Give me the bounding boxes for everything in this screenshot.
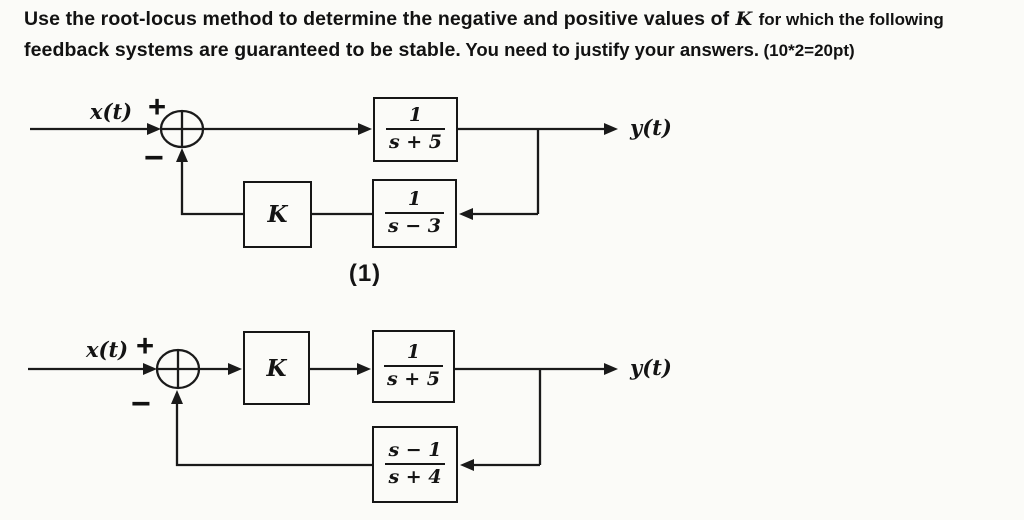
plus-sign: + bbox=[136, 328, 155, 363]
statement-text: Use the root-locus method to determine t… bbox=[24, 8, 730, 30]
denominator: s + 4 bbox=[388, 466, 442, 489]
numerator: 1 bbox=[408, 103, 423, 126]
statement-text: for which the following bbox=[758, 10, 944, 29]
transfer-function: 1 s + 5 bbox=[383, 340, 444, 391]
minus-sign: − bbox=[144, 139, 164, 177]
feedback-transfer-block-2: s − 1 s + 4 bbox=[372, 426, 458, 503]
arrowhead-to-output bbox=[604, 363, 618, 375]
fraction-bar bbox=[383, 364, 444, 368]
denominator: s − 3 bbox=[387, 215, 442, 238]
transfer-function: 1 s − 3 bbox=[384, 187, 445, 238]
transfer-function: s − 1 s + 4 bbox=[385, 438, 445, 489]
denominator: s + 5 bbox=[388, 131, 443, 154]
arrowhead-into-forward-block bbox=[358, 123, 372, 135]
arrowhead-into-feedback-block bbox=[459, 208, 473, 220]
transfer-function: 1 s + 5 bbox=[385, 103, 446, 154]
problem-statement: Use the root-locus method to determine t… bbox=[24, 5, 1024, 66]
fraction-bar bbox=[385, 462, 445, 466]
arrowhead-into-summer-bottom bbox=[176, 148, 188, 162]
gain-symbol: K bbox=[266, 354, 287, 382]
forward-transfer-block-2: 1 s + 5 bbox=[372, 330, 455, 403]
arrowhead-into-summer bbox=[143, 363, 157, 375]
diagram-2-wires bbox=[28, 348, 618, 471]
gain-block-2: K bbox=[243, 331, 310, 405]
diagram-1-caption: (1) bbox=[348, 260, 382, 287]
plus-sign: + bbox=[148, 89, 167, 124]
input-signal-label: x(t) bbox=[86, 337, 129, 362]
statement-bold-text: You need to justify your answers. bbox=[465, 39, 760, 60]
numerator: s − 1 bbox=[388, 438, 442, 461]
output-signal-label: y(t) bbox=[630, 115, 672, 140]
numerator: 1 bbox=[406, 340, 421, 363]
numerator: 1 bbox=[407, 187, 422, 210]
arrowhead-into-feedback-block bbox=[460, 459, 474, 471]
fraction-bar bbox=[385, 127, 446, 131]
gain-symbol-inline: K bbox=[735, 8, 753, 30]
problem-statement-line-1: Use the root-locus method to determine t… bbox=[24, 5, 1024, 35]
arrowhead-into-summer bbox=[147, 123, 161, 135]
gain-block-1: K bbox=[243, 181, 312, 248]
arrowhead-into-summer-bottom bbox=[171, 390, 183, 404]
output-signal-label: y(t) bbox=[630, 355, 672, 380]
fraction-bar bbox=[384, 211, 445, 215]
arrowhead-into-gain-block bbox=[228, 363, 242, 375]
gain-symbol: K bbox=[267, 201, 288, 228]
feedback-transfer-block-1: 1 s − 3 bbox=[372, 179, 457, 248]
minus-sign: − bbox=[131, 385, 151, 423]
arrowhead-into-forward-block bbox=[357, 363, 371, 375]
arrowhead-to-output bbox=[604, 123, 618, 135]
denominator: s + 5 bbox=[386, 368, 441, 391]
points-text: (10*2=20pt) bbox=[763, 41, 855, 60]
problem-statement-line-2: feedback systems are guaranteed to be st… bbox=[24, 35, 1024, 66]
forward-transfer-block-1: 1 s + 5 bbox=[373, 97, 458, 162]
diagram-1-wires bbox=[30, 109, 618, 220]
statement-text: feedback systems are guaranteed to be st… bbox=[24, 39, 461, 61]
input-signal-label: x(t) bbox=[90, 99, 133, 124]
